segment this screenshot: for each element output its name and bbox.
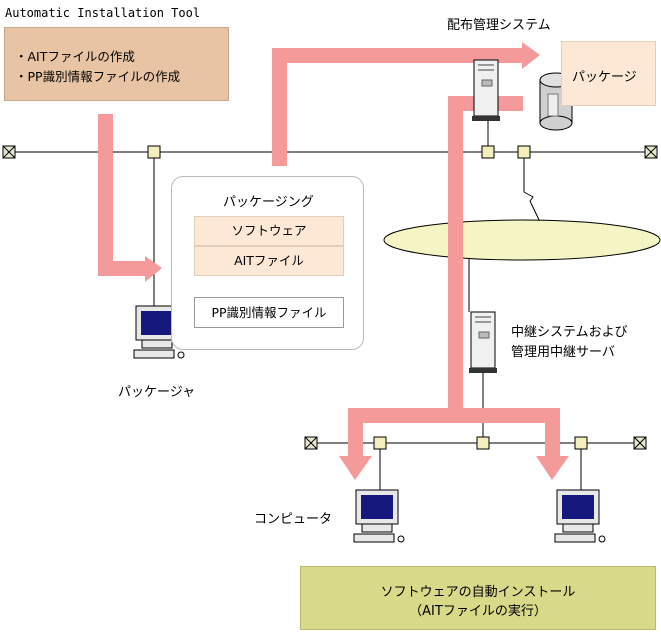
network-node — [476, 436, 490, 450]
distribution-arrows — [98, 42, 569, 480]
computer-label: コンピュータ — [254, 512, 333, 527]
packaging-software: ソフトウェア — [194, 216, 344, 246]
auto-install-box: ソフトウェアの自動インストール （AITファイルの実行） — [300, 566, 656, 630]
tool-label: Automatic Installation Tool — [5, 6, 201, 20]
packaging-title: パッケージング — [223, 195, 314, 210]
pc-icon — [554, 489, 606, 543]
network-node — [373, 436, 387, 450]
wan-ellipse — [383, 219, 661, 261]
auto-install-line2: （AITファイルの実行） — [409, 604, 547, 619]
tool-box: ・AITファイルの作成 ・PP識別情報ファイルの作成 — [4, 27, 229, 101]
tool-item-pp: ・PP識別情報ファイルの作成 — [15, 69, 181, 84]
terminator-icon — [644, 145, 658, 159]
network-node — [481, 145, 495, 159]
terminator-icon — [304, 436, 318, 450]
relay-label-line2: 管理用中継サーバ — [511, 345, 615, 360]
package-box: パッケージ — [561, 41, 656, 106]
packaging-ait-file: AITファイル — [194, 246, 344, 276]
packaging-pp-file: PP識別情報ファイル — [194, 297, 344, 328]
terminator-icon — [633, 436, 647, 450]
relay-server-icon — [469, 311, 497, 373]
dist-system-label: 配布管理システム — [447, 18, 551, 33]
tool-item-ait: ・AITファイルの作成 — [15, 49, 135, 64]
server-icon — [472, 59, 500, 121]
relay-label-line1: 中継システムおよび — [511, 325, 628, 340]
pc-icon — [353, 489, 405, 543]
network-node — [147, 145, 161, 159]
network-node — [517, 145, 531, 159]
auto-install-line1: ソフトウェアの自動インストール — [380, 585, 576, 600]
network-node — [574, 436, 588, 450]
packager-label: パッケージャ — [118, 385, 196, 400]
terminator-icon — [2, 145, 16, 159]
package-label: パッケージ — [572, 70, 637, 85]
